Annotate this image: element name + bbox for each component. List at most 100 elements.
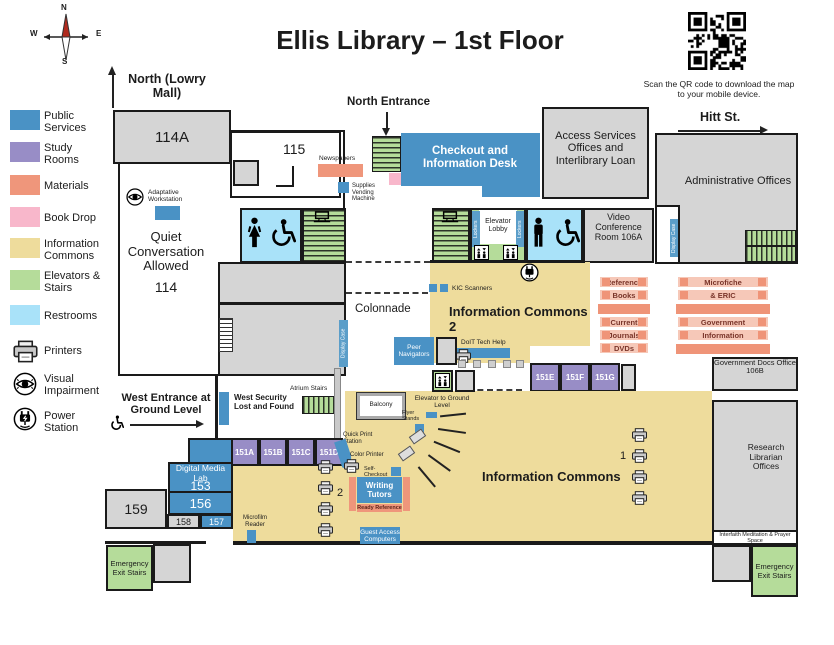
west-entrance-label: West Entrance at Ground Level: [121, 392, 211, 417]
wall-segment: [292, 166, 294, 187]
shelf-bar: [676, 304, 770, 314]
study-room-151b: 151B: [259, 438, 287, 466]
power-station-icon: [520, 263, 539, 287]
structure-block-lower: [218, 303, 346, 376]
printer-group-1-label: 1: [620, 450, 627, 462]
kic-scanner-marker: [429, 284, 437, 292]
legend-label-public-services: Public Services: [44, 110, 87, 135]
video-conference-label: Video Conference Room 106A: [594, 212, 643, 243]
legend-swatch-study-rooms: [10, 142, 40, 162]
display-case-east: Display Case: [670, 219, 678, 257]
room-157: 157: [200, 514, 233, 529]
colonnade-label: Colonnade: [355, 303, 411, 315]
room-114a: 114A: [113, 110, 231, 164]
lockers-west: Lockers: [472, 211, 480, 247]
legend-label-book-drop: Book Drop: [44, 212, 96, 224]
quiet-conversation-label: Quiet Conversation Allowed: [127, 229, 205, 274]
north-arrow: [112, 72, 114, 108]
study-room-151a: 151A: [230, 438, 259, 466]
stair-landing: [712, 545, 751, 582]
interior-stairs: [219, 318, 233, 352]
kic-scanners-label: KIC Scanners: [452, 285, 493, 292]
shelf-reference: Reference: [600, 277, 648, 287]
legend-label-power-station: Power Station: [44, 410, 79, 435]
legend-swatch-materials: [10, 175, 40, 195]
elevator-lobby-label: Elevator Lobby: [485, 218, 511, 233]
legend-swatch-elevators-stairs: [10, 270, 40, 290]
hitt-st-arrowhead: [760, 126, 768, 134]
hitt-st-label: Hitt St.: [700, 110, 741, 124]
computer-station: [516, 360, 524, 368]
balcony: [356, 392, 406, 420]
legend-swatch-public-services: [10, 110, 40, 130]
study-room-151e: 151E: [530, 363, 560, 392]
qr-caption: Scan the QR code to download the map to …: [643, 79, 795, 99]
west-entrance-arrow: [130, 424, 198, 426]
north-lowry-mall-label: North (Lowry Mall): [128, 72, 206, 100]
south-wall: [233, 541, 712, 545]
wall-opening-dashed: [458, 389, 522, 391]
government-docs-office: [712, 357, 798, 391]
administrative-offices-label: Administrative Offices: [684, 175, 792, 187]
north-arrowhead: [108, 66, 116, 75]
digital-media-lab-north: [188, 438, 233, 464]
qr-code: [688, 12, 746, 70]
atrium-pillar: [334, 368, 341, 442]
legend-label-elevators-stairs: Elevators & Stairs: [44, 270, 101, 295]
elevator-icon: [503, 245, 518, 265]
flyer-stand: [426, 412, 437, 418]
stair-landing: [153, 544, 191, 583]
elevator-icon: [435, 373, 450, 393]
access-services-office: [542, 107, 649, 199]
wall-segment: [215, 376, 218, 438]
reference-shelf: [403, 477, 410, 511]
shelf-government: Government: [678, 317, 768, 327]
north-entrance-arrowhead: [382, 128, 390, 136]
north-entrance-stairs: [372, 136, 401, 172]
emergency-exit-stairs-east: Emergency Exit Stairs: [751, 545, 798, 597]
womens-restroom: [240, 208, 302, 263]
reference-shelf: [349, 477, 356, 511]
study-room-151g: 151G: [590, 363, 620, 392]
room-159: 159: [105, 489, 167, 529]
digital-media-lab-label: Digital Media Lab: [175, 463, 226, 483]
supplies-vending-marker: [338, 182, 349, 193]
page-title: Ellis Library – 1st Floor: [276, 25, 564, 55]
self-checkout-machine: [391, 467, 401, 476]
interfaith-meditation-space: Interfaith Meditation & Prayer Space: [712, 530, 798, 545]
power-station-icon: [13, 407, 37, 436]
visual-impairment-icon: [126, 188, 144, 211]
kic-scanner-marker: [440, 284, 448, 292]
shelf-books: Books: [600, 290, 648, 300]
printer-icon: [631, 428, 648, 447]
elevator-icon: [474, 245, 489, 265]
man-icon: [530, 217, 547, 254]
north-entrance-label: North Entrance: [347, 96, 431, 108]
elevator-lobby-floor: [479, 210, 517, 244]
compass-needle-icon: [44, 13, 88, 61]
wheelchair-icon: [266, 218, 297, 253]
room-114-number: 114: [154, 279, 178, 295]
printer-cluster-2: [317, 460, 334, 544]
computer-station: [473, 360, 481, 368]
display-stand-icon: [440, 210, 460, 229]
hitt-st-arrow: [678, 130, 760, 132]
room-158: 158: [167, 514, 200, 529]
printer-icon: [631, 449, 648, 468]
mens-restroom: [526, 208, 583, 263]
shelf-eric: & ERIC: [678, 290, 768, 300]
shelf-microfiche: Microfiche: [678, 277, 768, 287]
access-services-label: Access Services Offices and Interlibrary…: [555, 130, 636, 167]
north-entrance-arrow: [386, 112, 388, 130]
doit-tech-help-label: DoIT Tech Help: [461, 339, 506, 346]
compass-n: N: [61, 3, 67, 12]
color-printer-label: Color Printer: [350, 452, 384, 458]
shelf-bar: [598, 304, 650, 314]
room-115-number: 115: [283, 141, 306, 157]
printer-icon: [631, 491, 648, 510]
west-security-label: West Security Lost and Found: [234, 393, 294, 411]
checkout-desk: [401, 133, 540, 186]
wheelchair-icon: [108, 415, 125, 436]
printer-icon: [317, 523, 334, 542]
writing-tutors-desk: Writing Tutors: [357, 477, 402, 503]
